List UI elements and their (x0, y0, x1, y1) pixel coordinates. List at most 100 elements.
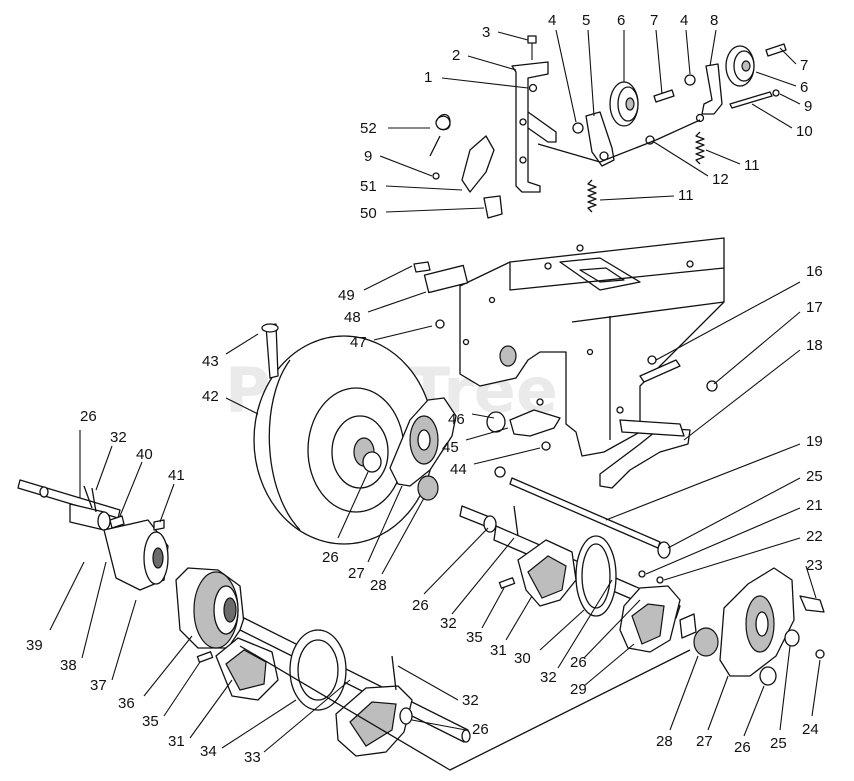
callout-25b: 25 (770, 735, 787, 752)
callout-34: 34 (200, 743, 217, 760)
frame-hole (616, 406, 624, 414)
callout-23: 23 (806, 557, 823, 574)
housing-31b-fill (225, 649, 267, 691)
frame-housing (459, 237, 725, 457)
leader-10 (751, 103, 793, 129)
leader-38 (81, 561, 107, 659)
bolt-23 (799, 595, 825, 613)
callout-28: 28 (370, 577, 387, 594)
bolt-7 (653, 89, 675, 103)
tire-valve-cap-43 (261, 323, 279, 333)
bearing-28a (417, 475, 439, 501)
drive-axle-middle (459, 505, 697, 653)
frame-top-cutout-inner (579, 267, 625, 283)
leader-51 (385, 185, 463, 191)
callout-32: 32 (110, 429, 127, 446)
frame-hole (544, 262, 552, 270)
arm-8-hole (695, 113, 705, 123)
spacer-26d (679, 613, 697, 639)
leader-31b (189, 679, 233, 739)
linkage-rod (537, 119, 701, 163)
leader-47 (373, 325, 433, 341)
spacer-26b (362, 451, 382, 473)
frame-top-cutout (559, 257, 641, 291)
idler-pulley-hub (625, 97, 635, 111)
leader-7a (655, 29, 663, 95)
bolt-35a (498, 577, 516, 589)
callout-46: 46 (448, 411, 465, 428)
bolt-16 (647, 355, 657, 365)
axle-shaft (509, 477, 661, 549)
leader-27a (367, 485, 403, 563)
leader-12 (653, 141, 709, 177)
leader-25b (779, 645, 791, 731)
e-ring-9b (432, 172, 440, 180)
spacer-39-end (97, 511, 111, 531)
callout-47: 47 (350, 334, 367, 351)
link-45 (509, 409, 561, 437)
callout-40: 40 (136, 446, 153, 463)
leader-23 (805, 565, 817, 599)
leader-34 (221, 699, 297, 749)
leader-25a (667, 477, 801, 549)
callout-8: 8 (710, 12, 718, 29)
axle-pin-hole (39, 486, 49, 498)
callout-35: 35 (466, 629, 483, 646)
callout-51: 51 (360, 178, 377, 195)
leader-37 (111, 599, 137, 681)
pivot-shaft (729, 91, 773, 109)
leader-32b (451, 537, 515, 615)
leader-46 (471, 413, 495, 419)
callout-31b: 31 (168, 733, 185, 750)
callout-19: 19 (806, 433, 823, 450)
shift-lever-18 (599, 427, 691, 489)
leader-27b (707, 675, 729, 731)
wheel-42 (253, 323, 435, 545)
pin-32a (91, 487, 97, 513)
side-plate-hole (755, 611, 769, 637)
callout-6b: 6 (800, 79, 808, 96)
callout-labels: 1 2 3 4 5 6 7 4 8 7 6 9 10 52 9 51 50 11… (26, 12, 823, 766)
knob-50 (483, 195, 503, 219)
axle-bushing (499, 345, 517, 367)
bolt-44 (541, 441, 551, 451)
callout-21: 21 (806, 497, 823, 514)
bolt-7b (765, 43, 787, 57)
leader-3 (497, 31, 529, 41)
adjust-slot (639, 359, 681, 383)
callout-43: 43 (202, 353, 219, 370)
leader-32a (95, 445, 113, 491)
leader-26e (411, 719, 467, 731)
hub-37-bore (152, 547, 164, 569)
nut-24 (815, 649, 825, 659)
leader-26f (743, 685, 765, 737)
pin-32d (391, 655, 397, 691)
leader-28b (669, 655, 699, 731)
leader-16 (655, 281, 801, 361)
leader-31a (505, 595, 533, 641)
bracket-hole (519, 156, 527, 164)
leader-2 (467, 55, 517, 71)
callout-42: 42 (202, 388, 219, 405)
bracket-hole (519, 118, 527, 126)
frame-side-edge (571, 301, 725, 323)
bearing-plate-hole (417, 429, 431, 451)
leader-36 (143, 635, 193, 697)
leader-19 (605, 443, 801, 521)
callout-4: 4 (548, 12, 556, 29)
idler-pulley-b-hub (741, 60, 751, 72)
callout-7: 7 (650, 12, 658, 29)
leader-26c (423, 527, 489, 595)
callout-11: 11 (744, 157, 760, 174)
callout-22: 22 (806, 528, 823, 545)
frame-hole (586, 348, 594, 356)
bearing-28b (693, 627, 719, 657)
plate-48 (423, 264, 469, 294)
bracket-plate (511, 61, 549, 193)
callout-27: 27 (348, 565, 365, 582)
bolt-40 (109, 515, 125, 529)
leader-41 (159, 483, 175, 523)
idler-bracket-assembly (429, 35, 787, 219)
bolt-35b (196, 651, 214, 663)
